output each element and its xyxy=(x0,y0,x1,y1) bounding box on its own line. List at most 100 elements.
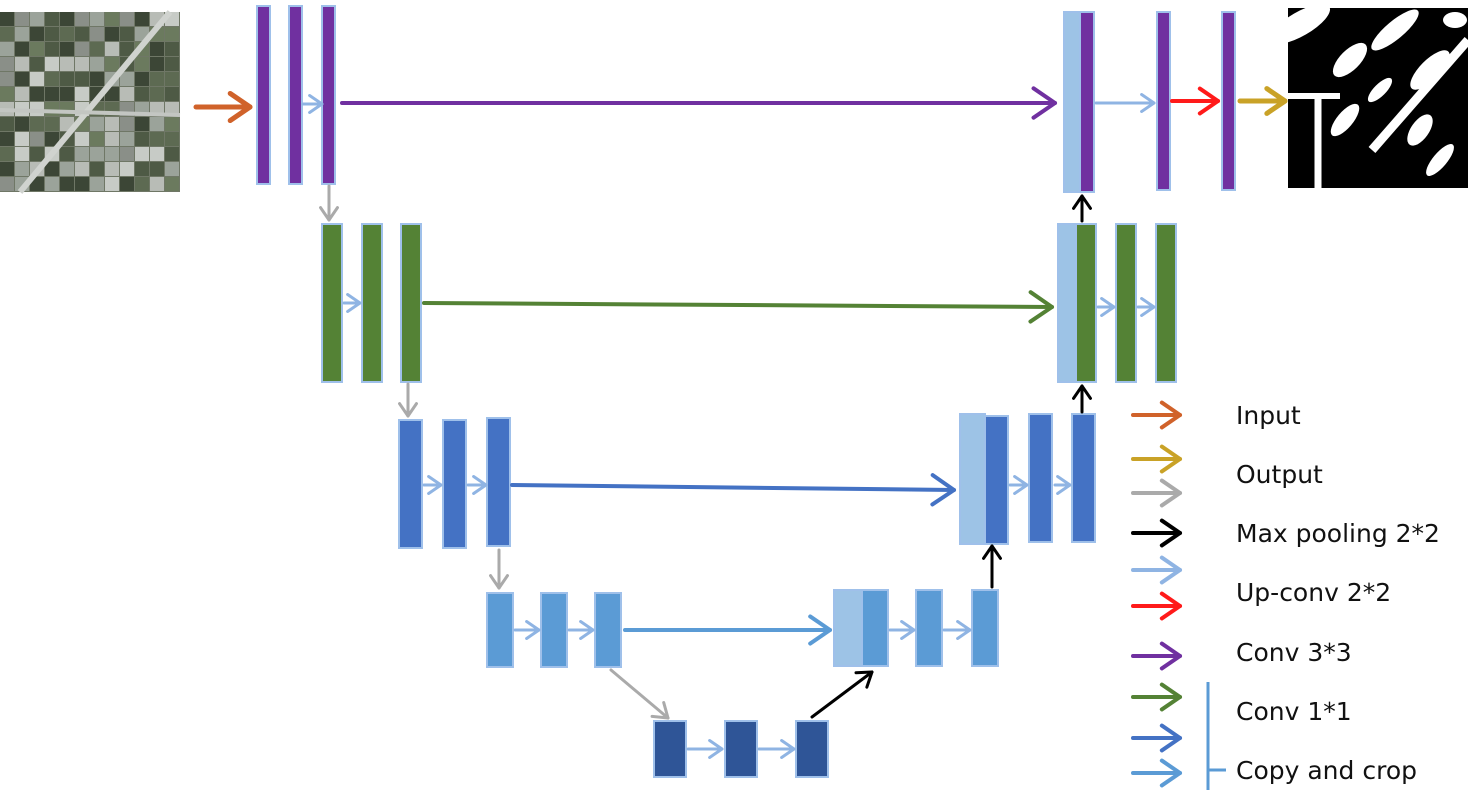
conv-block-level2 xyxy=(361,223,383,383)
aerial-image-tile xyxy=(0,42,14,56)
conv-block-level2 xyxy=(400,223,422,383)
aerial-image-tile xyxy=(30,12,44,26)
aerial-image-tile xyxy=(75,27,89,41)
mask-building xyxy=(1332,42,1368,78)
aerial-image-tile xyxy=(105,147,119,161)
conv-arrow xyxy=(1008,475,1029,495)
conv-arrow xyxy=(1096,297,1116,317)
aerial-image-tile xyxy=(90,72,104,86)
aerial-image-tile xyxy=(165,42,179,56)
mask-building xyxy=(1371,9,1419,51)
aerial-image-tile xyxy=(135,72,149,86)
conv-block-level1 xyxy=(288,5,303,185)
aerial-image-tile xyxy=(60,162,74,176)
aerial-image-tile xyxy=(165,87,179,101)
aerial-image-tile xyxy=(60,27,74,41)
aerial-image-tile xyxy=(0,132,14,146)
conv-arrow xyxy=(342,293,362,313)
aerial-image-tile xyxy=(90,42,104,56)
legend-item-1-arrow xyxy=(1131,400,1182,430)
aerial-image-tile xyxy=(120,162,134,176)
aerial-image-tile xyxy=(135,147,149,161)
aerial-image-tile xyxy=(0,72,14,86)
copy-block-level3 xyxy=(959,413,986,545)
conv-block-level3 xyxy=(1071,413,1096,543)
conv-block-level3 xyxy=(1028,413,1053,543)
mask-road xyxy=(1368,37,1468,153)
mask-building xyxy=(1410,50,1450,90)
aerial-image-tile xyxy=(105,132,119,146)
aerial-image-tile xyxy=(150,177,164,191)
conv-arrow xyxy=(757,739,796,759)
aerial-image-tile xyxy=(90,162,104,176)
aerial-image-tile xyxy=(15,147,29,161)
conv-arrow xyxy=(301,94,324,114)
aerial-image-tile xyxy=(120,87,134,101)
skip-connection-level1 xyxy=(340,86,1057,120)
aerial-image-tile xyxy=(135,132,149,146)
aerial-image-tile xyxy=(60,177,74,191)
aerial-image-tile xyxy=(105,57,119,71)
conv-arrow xyxy=(567,620,595,640)
aerial-image-tile xyxy=(150,147,164,161)
aerial-image-tile xyxy=(15,117,29,131)
upconv-arrow-black xyxy=(810,670,874,719)
aerial-image-tile xyxy=(60,42,74,56)
aerial-image-tile xyxy=(0,12,14,26)
aerial-image-tile xyxy=(165,147,179,161)
legend-label: Conv 1*1 xyxy=(1236,697,1352,726)
output-arrow xyxy=(1237,86,1288,116)
skip-connection-level3 xyxy=(510,473,956,507)
legend-item-5-arrow xyxy=(1131,555,1182,585)
aerial-image-tile xyxy=(120,177,134,191)
aerial-image-tile xyxy=(105,87,119,101)
aerial-image-tile xyxy=(0,27,14,41)
maxpool-arrow xyxy=(609,668,670,720)
aerial-image-tile xyxy=(15,132,29,146)
legend-item-3-arrow xyxy=(1131,478,1182,508)
aerial-image-tile xyxy=(105,117,119,131)
aerial-image-tile xyxy=(45,132,59,146)
conv-arrow xyxy=(686,739,724,759)
legend-label: Output xyxy=(1236,460,1323,489)
conv-block-level2 xyxy=(1115,223,1137,383)
aerial-image-tile xyxy=(90,132,104,146)
aerial-image-tile xyxy=(120,117,134,131)
aerial-image-tile xyxy=(150,87,164,101)
legend-item-9-arrow xyxy=(1131,723,1182,753)
aerial-image-tile xyxy=(135,177,149,191)
upconv-arrow-black xyxy=(982,544,1002,589)
aerial-image-tile xyxy=(15,12,29,26)
aerial-image-tile xyxy=(30,177,44,191)
aerial-image-tile xyxy=(45,12,59,26)
aerial-image-tile xyxy=(15,162,29,176)
conv-arrow xyxy=(466,475,488,495)
aerial-image-tile xyxy=(45,57,59,71)
aerial-image-tile xyxy=(45,72,59,86)
aerial-image-tile xyxy=(60,87,74,101)
aerial-image-tile xyxy=(150,117,164,131)
aerial-image-tile xyxy=(60,57,74,71)
aerial-road xyxy=(0,108,181,117)
aerial-image-tile xyxy=(135,12,149,26)
mask-building xyxy=(1330,103,1360,137)
conv-arrow xyxy=(942,620,972,640)
aerial-image-tile xyxy=(75,57,89,71)
aerial-image-tile xyxy=(120,132,134,146)
aerial-image-tile xyxy=(75,87,89,101)
conv-block-level3 xyxy=(984,415,1009,545)
conv-arrow xyxy=(888,620,916,640)
aerial-image-tile xyxy=(165,117,179,131)
aerial-image-tile xyxy=(30,57,44,71)
aerial-image-tile xyxy=(165,102,179,116)
conv-arrow xyxy=(513,620,541,640)
aerial-image-tile xyxy=(105,42,119,56)
conv-block-level3 xyxy=(398,419,423,549)
aerial-image-tile xyxy=(30,132,44,146)
upconv-arrow-black xyxy=(1072,384,1092,414)
conv-block-level2 xyxy=(1155,223,1177,383)
aerial-image-tile xyxy=(105,177,119,191)
aerial-image-tile xyxy=(90,57,104,71)
skip-connection-level4 xyxy=(623,614,832,646)
aerial-image-tile xyxy=(0,117,14,131)
